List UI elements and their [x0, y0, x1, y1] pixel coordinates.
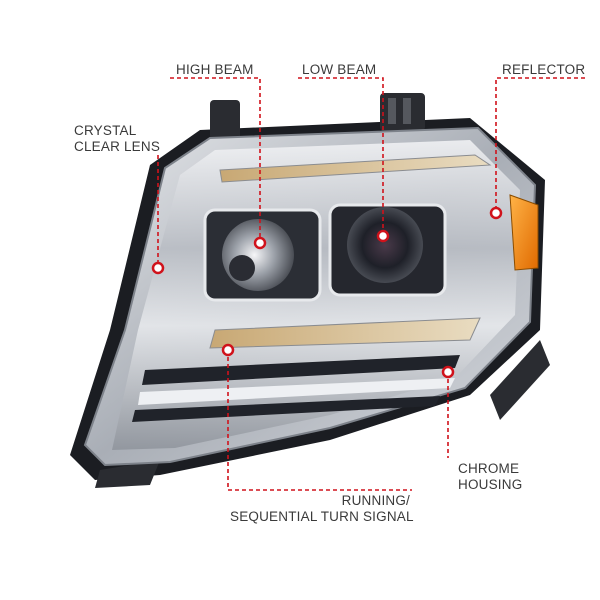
callout-dot-high-beam	[253, 236, 267, 250]
callout-dot-chrome	[441, 365, 455, 379]
sequential-turn-signal-strip	[209, 317, 481, 349]
label-crystal-line2: CLEAR LENS	[74, 139, 161, 154]
label-chrome-line1: CHROME	[458, 461, 520, 476]
label-chrome-line2: HOUSING	[458, 477, 523, 492]
callout-lines	[157, 77, 585, 491]
callout-dot-reflector	[489, 206, 503, 220]
callout-line-running	[227, 350, 412, 491]
callout-line-reflector	[495, 77, 585, 213]
label-high-beam: HIGH BEAM	[176, 62, 254, 78]
label-running-turn-signal: RUNNING/ SEQUENTIAL TURN SIGNAL	[230, 493, 414, 525]
label-crystal-line1: CRYSTAL	[74, 123, 137, 138]
chrome-lower-stripes	[132, 355, 460, 422]
label-reflector: REFLECTOR	[502, 62, 585, 78]
label-crystal-clear-lens: CRYSTAL CLEAR LENS	[74, 123, 160, 155]
upper-led-strip	[219, 154, 492, 183]
amber-reflector	[509, 194, 539, 271]
label-high-beam-text: HIGH BEAM	[176, 62, 254, 77]
callout-line-low-beam	[298, 77, 384, 236]
label-running-line1: RUNNING/	[341, 493, 410, 508]
callout-line-high-beam	[170, 77, 261, 243]
callout-dot-running	[221, 343, 235, 357]
label-low-beam: LOW BEAM	[302, 62, 376, 78]
label-chrome-housing: CHROME HOUSING	[458, 461, 522, 493]
projector-housing-low	[328, 203, 447, 297]
label-reflector-text: REFLECTOR	[502, 62, 586, 77]
callout-dots	[151, 206, 503, 379]
label-low-beam-text: LOW BEAM	[302, 62, 377, 77]
callout-dot-low-beam	[376, 229, 390, 243]
projector-housing-high	[203, 208, 322, 302]
callout-dot-crystal	[151, 261, 165, 275]
label-running-line2: SEQUENTIAL TURN SIGNAL	[230, 509, 414, 524]
